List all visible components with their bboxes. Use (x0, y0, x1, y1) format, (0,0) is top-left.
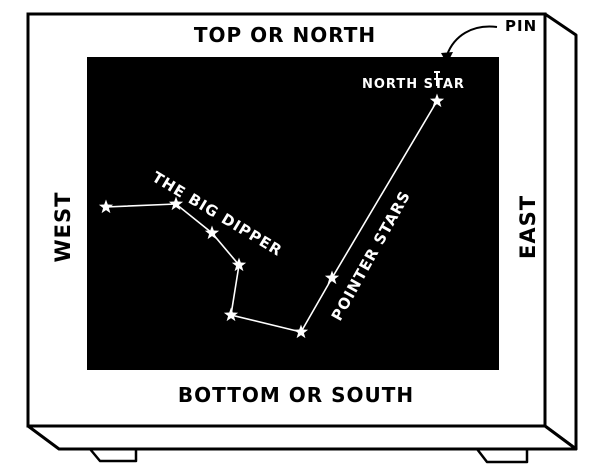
board-feet (88, 447, 529, 464)
stars (98, 93, 445, 339)
pin-arrow (446, 25, 498, 56)
dipper-star-2 (168, 196, 184, 211)
pin-marker (434, 71, 440, 86)
big-dipper-line (105, 203, 302, 333)
west-label: WEST (51, 192, 75, 263)
pointer-star (324, 270, 340, 285)
dipper-star-4 (231, 257, 247, 272)
north-star (429, 93, 445, 108)
left-foot (88, 447, 138, 463)
pin-label: PIN (505, 17, 537, 35)
top-label: TOP OR NORTH (194, 23, 376, 47)
dipper-star-5 (223, 307, 239, 322)
sky-panel (87, 57, 499, 370)
board-bottom-side (26, 424, 578, 451)
dipper-star-3 (204, 225, 220, 240)
bottom-label: BOTTOM OR SOUTH (178, 383, 414, 407)
east-label: EAST (516, 195, 540, 259)
right-foot (475, 447, 529, 464)
dipper-star-1 (98, 199, 114, 214)
north-star-label: NORTH STAR (362, 77, 465, 92)
pin-arrow-head (441, 52, 453, 64)
dipper-star-6 (293, 324, 309, 339)
board-right-side (543, 12, 578, 451)
